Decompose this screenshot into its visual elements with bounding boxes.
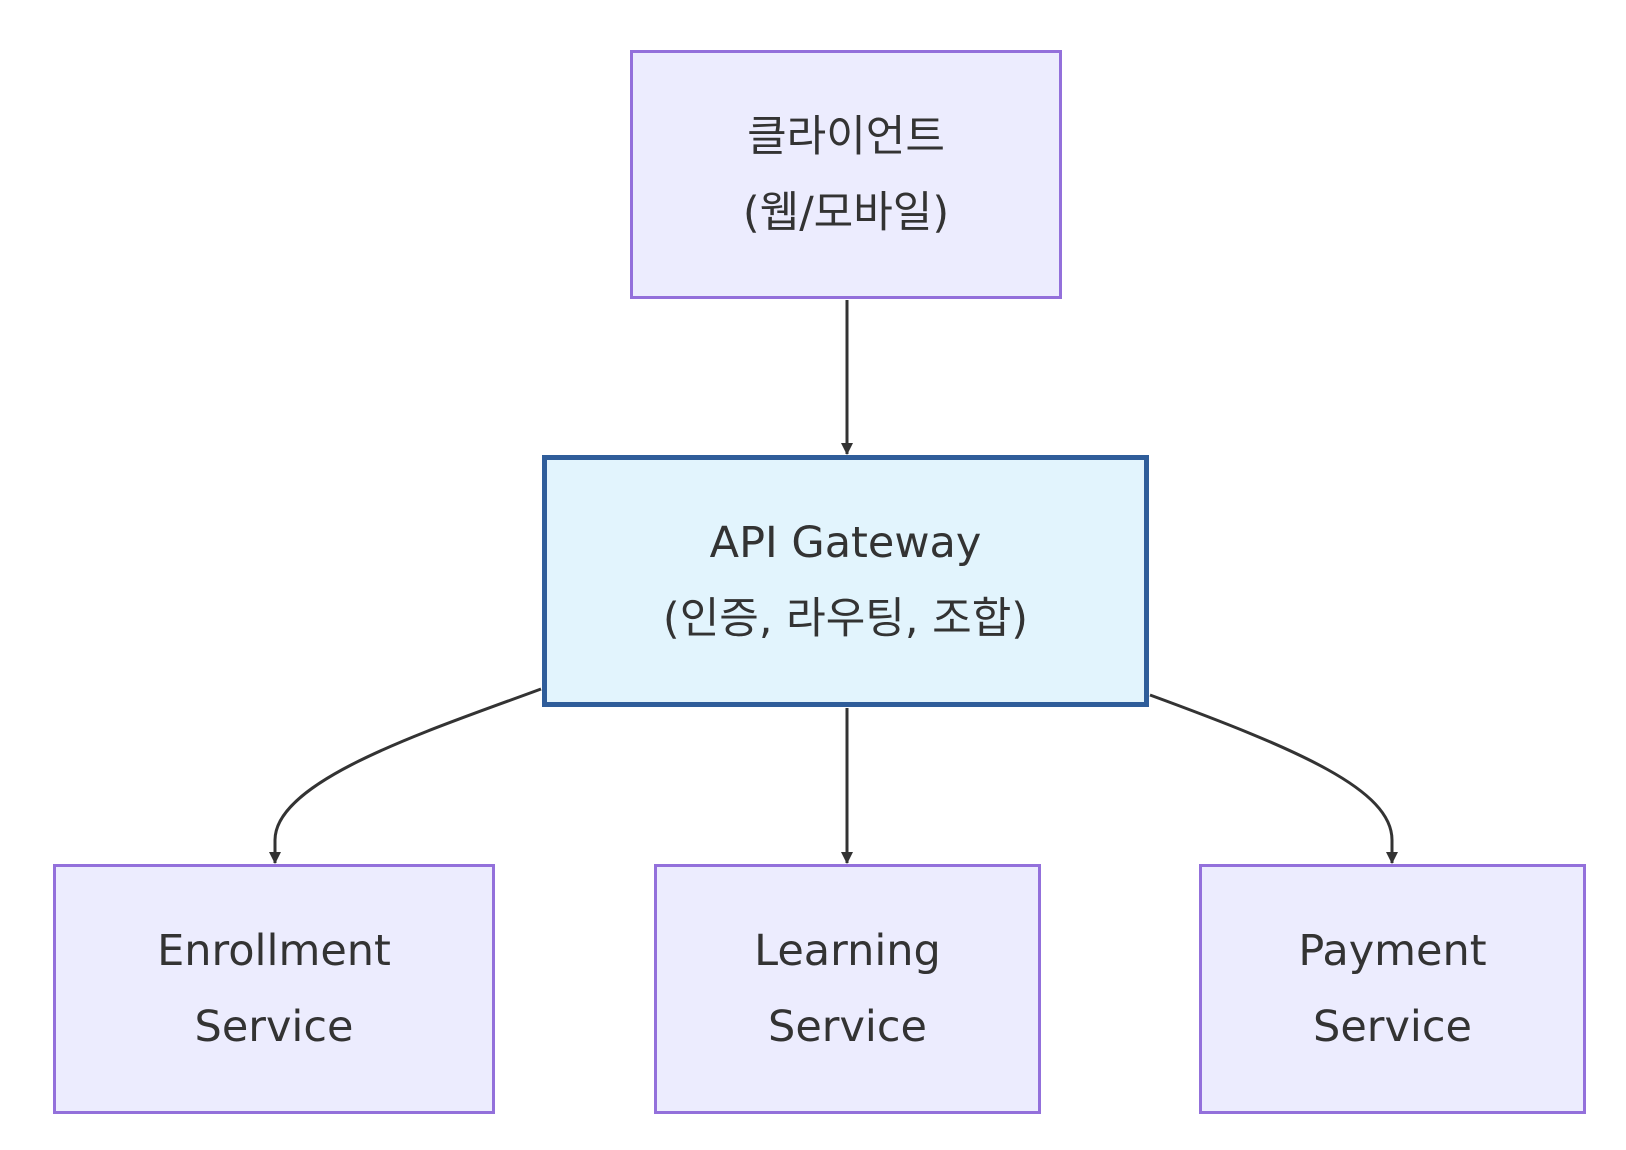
- node-enrollment-service-line2: Service: [194, 1002, 354, 1052]
- node-payment-service: Payment Service: [1199, 864, 1586, 1114]
- node-payment-service-line1: Payment: [1298, 926, 1487, 976]
- node-client: 클라이언트 (웹/모바일): [630, 50, 1062, 299]
- edge-gateway-to-payment: [1149, 693, 1398, 864]
- node-api-gateway: API Gateway (인증, 라우팅, 조합): [542, 455, 1149, 707]
- node-learning-service: Learning Service: [654, 864, 1041, 1114]
- node-learning-service-line2: Service: [768, 1002, 927, 1052]
- node-api-gateway-line2: (인증, 라우팅, 조합): [662, 594, 1029, 644]
- node-client-line1: 클라이언트: [747, 111, 945, 162]
- node-payment-service-line2: Service: [1313, 1002, 1472, 1052]
- node-enrollment-service: Enrollment Service: [53, 864, 495, 1114]
- node-enrollment-service-line1: Enrollment: [157, 926, 391, 976]
- edge-gateway-to-enrollment: [269, 687, 542, 864]
- node-api-gateway-line1: API Gateway: [709, 518, 982, 568]
- node-client-line2: (웹/모바일): [742, 187, 950, 238]
- node-learning-service-line1: Learning: [754, 926, 941, 976]
